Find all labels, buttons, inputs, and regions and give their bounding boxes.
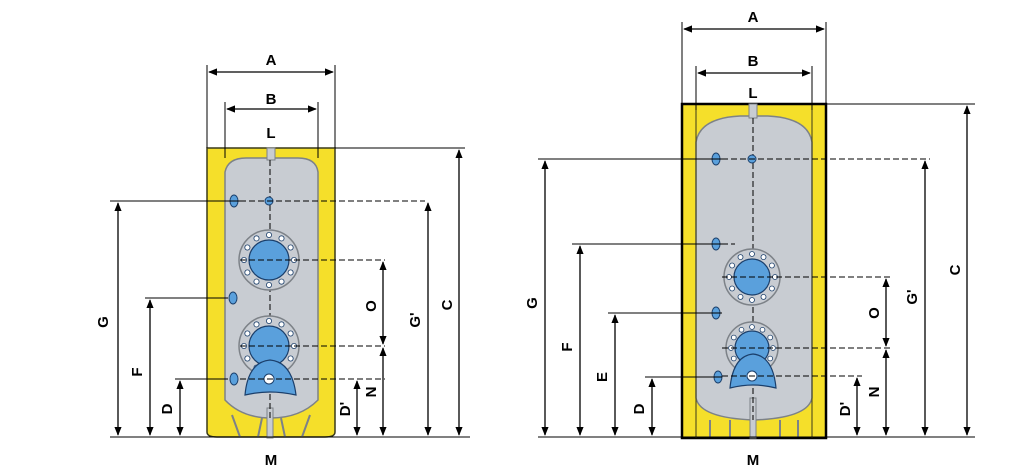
- left-label-b: B: [266, 91, 277, 108]
- left-label-f: F: [129, 367, 146, 376]
- left-port-d: [229, 372, 239, 386]
- left-label-c: C: [439, 299, 456, 310]
- left-label-m: M: [265, 452, 278, 469]
- right-label-g: G: [524, 297, 541, 309]
- right-tank: A B L M G F E D D' N O G' C: [524, 9, 975, 469]
- left-label-g: G: [95, 316, 112, 328]
- left-label-a: A: [266, 52, 277, 69]
- right-label-m: M: [747, 452, 760, 469]
- left-tank: A B L M G F D D' N O G' C: [95, 52, 470, 469]
- left-tank-legs: [231, 414, 311, 438]
- left-top-connection: [266, 147, 276, 161]
- right-label-b: B: [748, 53, 759, 70]
- right-label-n: N: [866, 387, 883, 398]
- right-label-c: C: [947, 264, 964, 275]
- right-label-f: F: [559, 342, 576, 351]
- left-label-n: N: [363, 387, 380, 398]
- right-label-d: D: [631, 403, 648, 414]
- right-label-e: E: [594, 372, 611, 382]
- left-port-f: [228, 291, 238, 305]
- left-label-d: D: [159, 403, 176, 414]
- right-top-connection: [748, 103, 758, 119]
- right-label-l: L: [748, 85, 757, 102]
- left-label-o: O: [363, 300, 380, 312]
- left-label-gprime: G': [407, 312, 424, 327]
- left-label-l: L: [266, 125, 275, 142]
- right-label-o: O: [866, 307, 883, 319]
- right-label-gprime: G': [904, 289, 921, 304]
- left-label-dprime: D': [337, 402, 354, 416]
- right-label-a: A: [748, 9, 759, 26]
- right-tank-legs: [709, 420, 799, 437]
- right-label-dprime: D': [837, 402, 854, 416]
